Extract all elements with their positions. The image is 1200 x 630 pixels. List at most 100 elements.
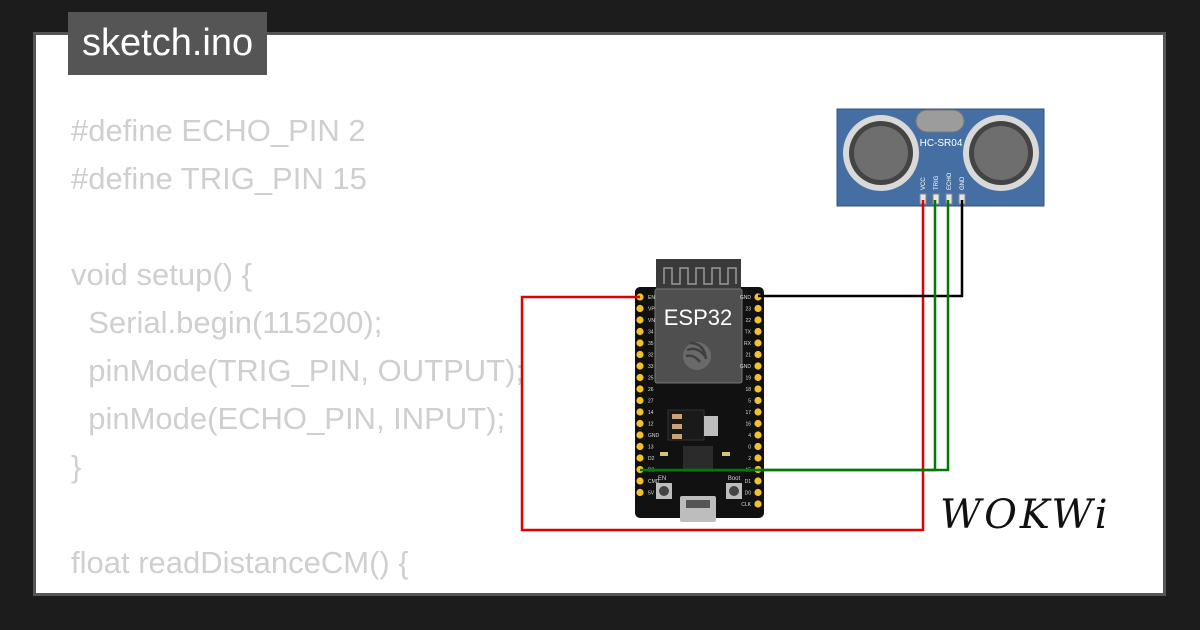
en-button-label: EN <box>658 476 666 482</box>
en-button[interactable] <box>656 483 672 499</box>
pin-label: GND <box>740 295 752 301</box>
pin-2[interactable] <box>754 454 762 462</box>
pin-label: 14 <box>648 410 654 416</box>
code-line: } <box>71 449 82 484</box>
pin-vn[interactable] <box>636 316 644 324</box>
pin-22[interactable] <box>754 316 762 324</box>
pin-label: RX <box>744 341 752 347</box>
code-line: pinMode(TRIG_PIN, OUTPUT); <box>71 353 525 388</box>
wire-echo[interactable] <box>758 200 950 472</box>
pin-label: 34 <box>648 330 654 336</box>
pin-label: 5 <box>748 399 751 405</box>
pin-label: D0 <box>745 491 752 497</box>
sensor-label: HC-SR04 <box>920 138 963 149</box>
pin-d1[interactable] <box>754 477 762 485</box>
pin-label: EN <box>648 295 655 301</box>
pin-label: D2 <box>648 456 655 462</box>
pin-12[interactable] <box>636 419 644 428</box>
pin-label: TX <box>745 330 752 336</box>
pin-35[interactable] <box>636 339 644 347</box>
pin-label: 12 <box>648 422 654 428</box>
code-editor[interactable]: #define ECHO_PIN 2 #define TRIG_PIN 15 voi… <box>71 107 525 593</box>
wire-vcc[interactable] <box>520 200 925 532</box>
pin-cmd[interactable] <box>636 477 644 485</box>
pin-rx[interactable] <box>754 339 762 347</box>
pin-d2[interactable] <box>636 454 644 462</box>
pin-clk[interactable] <box>754 500 762 508</box>
pin-label: 26 <box>648 387 654 393</box>
pin-label: 33 <box>648 364 654 370</box>
pin-label: 27 <box>648 399 654 405</box>
wire-gnd[interactable] <box>758 200 964 298</box>
pin-27[interactable] <box>636 396 644 405</box>
pin-14[interactable] <box>636 408 644 416</box>
pin-gnd[interactable] <box>636 431 644 439</box>
pin-label: 13 <box>648 445 654 451</box>
pin-34[interactable] <box>636 327 644 336</box>
usb-socket <box>686 500 710 508</box>
pin-23[interactable] <box>754 304 762 313</box>
led-indicator <box>660 452 668 456</box>
espressif-logo-icon <box>683 341 711 370</box>
pin-5[interactable] <box>754 396 762 405</box>
capacitor <box>672 414 682 419</box>
pin-13[interactable] <box>636 442 644 451</box>
sensor-pin-label: ECHO <box>947 172 953 190</box>
pin-26[interactable] <box>636 385 644 393</box>
pin-19[interactable] <box>754 373 762 382</box>
pin-33[interactable] <box>636 362 644 370</box>
code-line: void setup() { <box>71 257 252 292</box>
pin-18[interactable] <box>754 385 762 393</box>
pin-label: GND <box>740 364 752 370</box>
pin-label: 23 <box>745 307 751 313</box>
pin-5v[interactable] <box>636 488 644 497</box>
left-pin-header[interactable] <box>636 293 644 497</box>
pin-label: 21 <box>745 353 751 359</box>
pin-tx[interactable] <box>754 327 762 336</box>
pin-label: 4 <box>748 433 751 439</box>
wokwi-logo: WOKWi <box>940 492 1111 538</box>
code-line: #define TRIG_PIN 15 <box>71 161 367 196</box>
pin-label: D1 <box>745 479 752 485</box>
code-line: float readDistanceCM() { <box>71 545 409 580</box>
pin-vp[interactable] <box>636 304 644 313</box>
code-line: #define ECHO_PIN 2 <box>71 113 366 148</box>
led-indicator <box>722 452 730 456</box>
sensor-pin-label: VCC <box>921 177 927 190</box>
pin-label: 2 <box>748 456 751 462</box>
capacitor <box>672 434 682 439</box>
pin-label: 35 <box>648 341 654 347</box>
code-line: Serial.begin(115200); <box>71 305 383 340</box>
usb-uart-chip <box>683 446 713 472</box>
capacitor <box>672 424 682 429</box>
crystal-oscillator <box>915 109 965 133</box>
pin-16[interactable] <box>754 419 762 428</box>
pin-d0[interactable] <box>754 488 762 497</box>
right-pin-header[interactable] <box>754 293 762 508</box>
pin-21[interactable] <box>754 350 762 359</box>
pin-17[interactable] <box>754 408 762 416</box>
pin-25[interactable] <box>636 373 644 382</box>
pin-label: 16 <box>745 422 751 428</box>
pin-label: 32 <box>648 353 654 359</box>
pin-4[interactable] <box>754 431 762 439</box>
pin-label: 25 <box>648 376 654 382</box>
esp32-label: ESP32 <box>664 305 733 330</box>
boot-button[interactable] <box>726 483 742 499</box>
antenna-trace-icon <box>663 267 737 285</box>
micro-usb-port[interactable] <box>680 496 716 522</box>
esp32-board[interactable]: ESP32 EN Boot ENVPVN343532332526271412GN… <box>635 259 764 522</box>
file-tab[interactable]: sketch.ino <box>68 12 268 75</box>
right-transducer-icon <box>963 115 1039 191</box>
pin-0[interactable] <box>754 442 762 451</box>
pin-label: CMD <box>648 479 660 485</box>
pin-32[interactable] <box>636 350 644 359</box>
pin-gnd[interactable] <box>754 362 762 370</box>
pin-label: 18 <box>745 387 751 393</box>
pin-label: 0 <box>748 445 751 451</box>
pin-label: 17 <box>745 410 751 416</box>
